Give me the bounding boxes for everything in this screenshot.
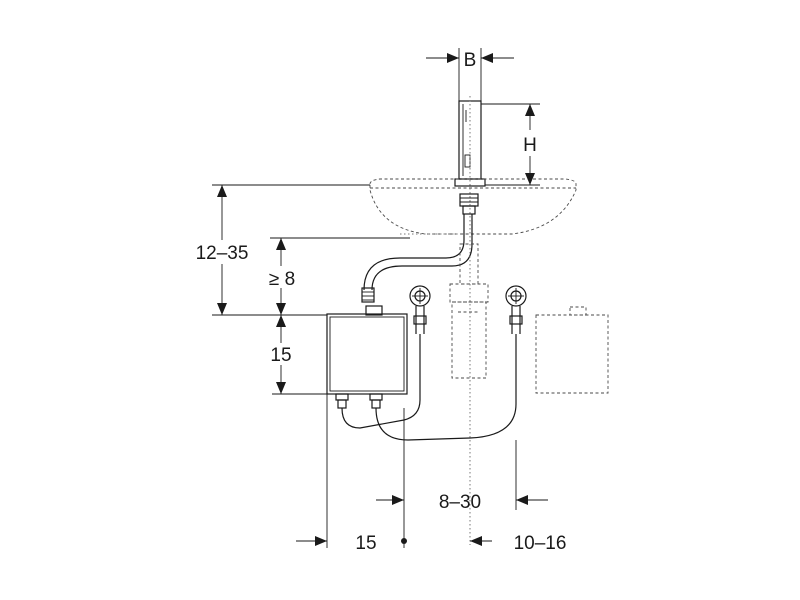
dimension-box-height-label: 15: [270, 345, 291, 366]
control-box: [326, 305, 408, 409]
extension-lines: [326, 394, 517, 548]
center-lines: [400, 96, 471, 545]
supply-hoses: [341, 334, 517, 441]
dimension-box-offset: 15: [296, 533, 407, 554]
dimension-h-label: H: [523, 135, 537, 156]
dimension-min-gap: ≥ 8: [262, 237, 410, 315]
dimension-min-gap-label: ≥ 8: [269, 269, 295, 290]
dimension-basin-to-box-label: 12–35: [196, 243, 249, 264]
dimension-b-label: B: [464, 50, 477, 71]
angle-valve-right: [505, 285, 527, 334]
power-supply: [535, 306, 609, 394]
dimension-box-offset-label: 15: [355, 533, 376, 554]
dimension-valve-spacing-label: 8–30: [439, 492, 481, 513]
flex-hose: [361, 193, 479, 303]
dimension-valve-spacing: 8–30: [376, 492, 548, 513]
dimension-box-height: 15: [264, 315, 327, 395]
dimension-drain-offset: 10–16: [470, 533, 566, 554]
angle-valve-left: [409, 285, 431, 334]
dimension-drain-offset-label: 10–16: [514, 533, 567, 554]
dimension-basin-to-box: 12–35: [186, 184, 370, 316]
siphon: [449, 243, 489, 379]
dimension-b: B: [426, 48, 514, 101]
dimension-h: H: [481, 103, 542, 186]
wash-basin: [369, 178, 577, 235]
